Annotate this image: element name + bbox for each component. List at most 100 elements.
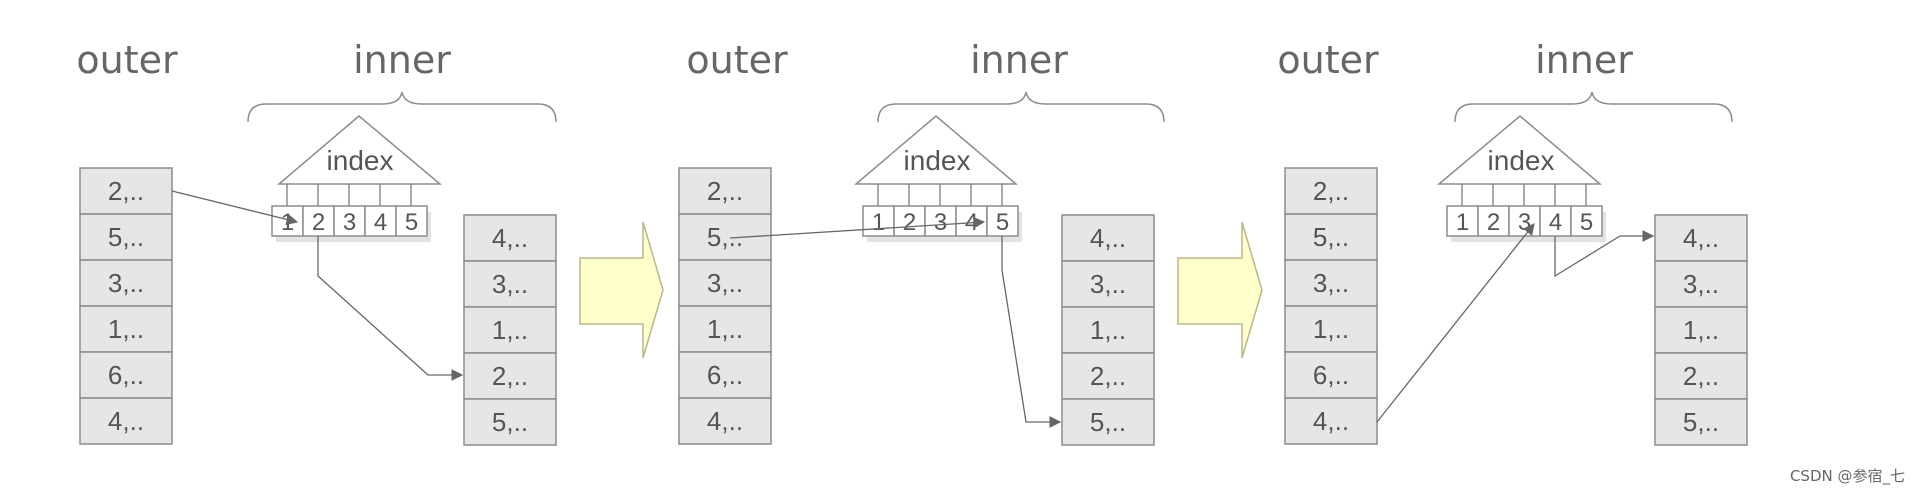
index-slot: 4 <box>374 209 387 236</box>
index-structure: index 1 2 3 4 5 <box>271 115 443 242</box>
cell-text: 3,.. <box>707 268 743 298</box>
lookup-arrow <box>171 190 299 226</box>
panel-2: outer inner 2,.. 5,.. 3,.. 1,.. 6,.. 4,.… <box>678 38 1165 446</box>
inner-brace <box>877 91 1165 123</box>
index-slot: 5 <box>1580 209 1593 236</box>
cell-text: 3,.. <box>1090 269 1126 299</box>
index-slot: 2 <box>312 209 325 236</box>
index-label: index <box>327 145 394 176</box>
index-slot: 3 <box>343 209 356 236</box>
cell-text: 3,.. <box>1313 268 1349 298</box>
cell-text: 4,.. <box>1313 406 1349 436</box>
index-label: index <box>1488 145 1555 176</box>
cell-text: 1,.. <box>492 315 528 345</box>
cell-text: 5,.. <box>1683 407 1719 437</box>
table-row: 5,.. <box>79 213 173 261</box>
index-structure: index 1 2 3 4 5 <box>1436 115 1606 242</box>
table-row: 4,.. <box>678 397 772 445</box>
outer-table: 2,.. 5,.. 3,.. 1,.. 6,.. 4,.. <box>79 167 173 445</box>
cell-text: 5,.. <box>1090 407 1126 437</box>
cell-text: 1,.. <box>707 314 743 344</box>
table-row: 1,.. <box>463 306 557 354</box>
inner-table: 4,.. 3,.. 1,.. 2,.. 5,.. <box>1061 214 1155 446</box>
table-row: 2,.. <box>1061 352 1155 400</box>
cell-text: 1,.. <box>1313 314 1349 344</box>
table-row: 3,.. <box>1654 260 1748 308</box>
inner-table: 4,.. 3,.. 1,.. 2,.. 5,.. <box>1654 214 1748 446</box>
panel-1: outer inner 2,.. 5,.. 3,.. 1,.. 6,.. 4,.… <box>76 38 557 446</box>
table-row: 3,.. <box>79 259 173 307</box>
table-row: 5,.. <box>1061 398 1155 446</box>
index-label: index <box>904 145 971 176</box>
inner-brace <box>1454 91 1733 123</box>
table-row: 5,.. <box>1284 213 1378 261</box>
cell-text: 4,.. <box>707 406 743 436</box>
table-row: 1,.. <box>1654 306 1748 354</box>
cell-text: 4,.. <box>1090 223 1126 253</box>
table-row: 1,.. <box>1284 305 1378 353</box>
cell-text: 3,.. <box>108 268 144 298</box>
cell-text: 2,.. <box>1090 361 1126 391</box>
outer-label: outer <box>686 38 788 82</box>
index-slot: 4 <box>1549 209 1562 236</box>
cell-text: 3,.. <box>492 269 528 299</box>
table-row: 5,.. <box>1654 398 1748 446</box>
index-slot: 3 <box>934 209 947 236</box>
table-row: 5,.. <box>678 213 772 261</box>
table-row: 5,.. <box>463 398 557 446</box>
index-slots: 1 2 3 4 5 <box>1446 205 1603 237</box>
index-slots: 1 2 3 4 5 <box>862 205 1019 237</box>
table-row: 2,.. <box>79 167 173 215</box>
step-arrow-1 <box>579 221 664 359</box>
table-row: 6,.. <box>1284 351 1378 399</box>
watermark-text: CSDN @参宿_七 <box>1790 467 1905 486</box>
table-row: 2,.. <box>463 352 557 400</box>
cell-text: 4,.. <box>108 406 144 436</box>
cell-text: 5,.. <box>492 407 528 437</box>
cell-text: 2,.. <box>1683 361 1719 391</box>
cell-text: 4,.. <box>1683 223 1719 253</box>
index-slots: 1 2 3 4 5 <box>271 205 428 237</box>
table-row: 3,.. <box>1061 260 1155 308</box>
cell-text: 2,.. <box>1313 176 1349 206</box>
outer-label: outer <box>76 38 178 82</box>
cell-text: 3,.. <box>1683 269 1719 299</box>
cell-text: 1,.. <box>1090 315 1126 345</box>
inner-label: inner <box>970 38 1068 82</box>
cell-text: 6,.. <box>108 360 144 390</box>
table-row: 2,.. <box>1284 167 1378 215</box>
table-row: 3,.. <box>463 260 557 308</box>
table-row: 4,.. <box>1061 214 1155 262</box>
table-row: 1,.. <box>79 305 173 353</box>
cell-text: 5,.. <box>108 222 144 252</box>
lookup-arrow <box>729 216 986 239</box>
index-slot: 1 <box>1456 209 1469 236</box>
table-row: 4,.. <box>1654 214 1748 262</box>
cell-text: 2,.. <box>108 176 144 206</box>
table-row: 2,.. <box>1654 352 1748 400</box>
cell-text: 4,.. <box>492 223 528 253</box>
panel-3: outer inner 2,.. 5,.. 3,.. 1,.. 6,.. 4,.… <box>1277 38 1748 446</box>
table-row: 4,.. <box>79 397 173 445</box>
index-structure: index 1 2 3 4 5 <box>853 115 1022 242</box>
index-slot: 2 <box>1487 209 1500 236</box>
cell-text: 6,.. <box>1313 360 1349 390</box>
cell-text: 6,.. <box>707 360 743 390</box>
inner-brace <box>247 91 557 123</box>
table-row: 1,.. <box>1061 306 1155 354</box>
cell-text: 1,.. <box>108 314 144 344</box>
lookup-arrow <box>1376 223 1535 423</box>
fetch-arrow <box>1001 236 1062 428</box>
table-row: 4,.. <box>463 214 557 262</box>
index-slot: 5 <box>405 209 418 236</box>
outer-table: 2,.. 5,.. 3,.. 1,.. 6,.. 4,.. <box>678 167 772 445</box>
fetch-arrow <box>1554 230 1655 278</box>
table-row: 6,.. <box>678 351 772 399</box>
cell-text: 1,.. <box>1683 315 1719 345</box>
index-slot: 3 <box>1518 209 1531 236</box>
table-row: 3,.. <box>678 259 772 307</box>
table-row: 6,.. <box>79 351 173 399</box>
outer-table: 2,.. 5,.. 3,.. 1,.. 6,.. 4,.. <box>1284 167 1378 445</box>
inner-label: inner <box>353 38 451 82</box>
